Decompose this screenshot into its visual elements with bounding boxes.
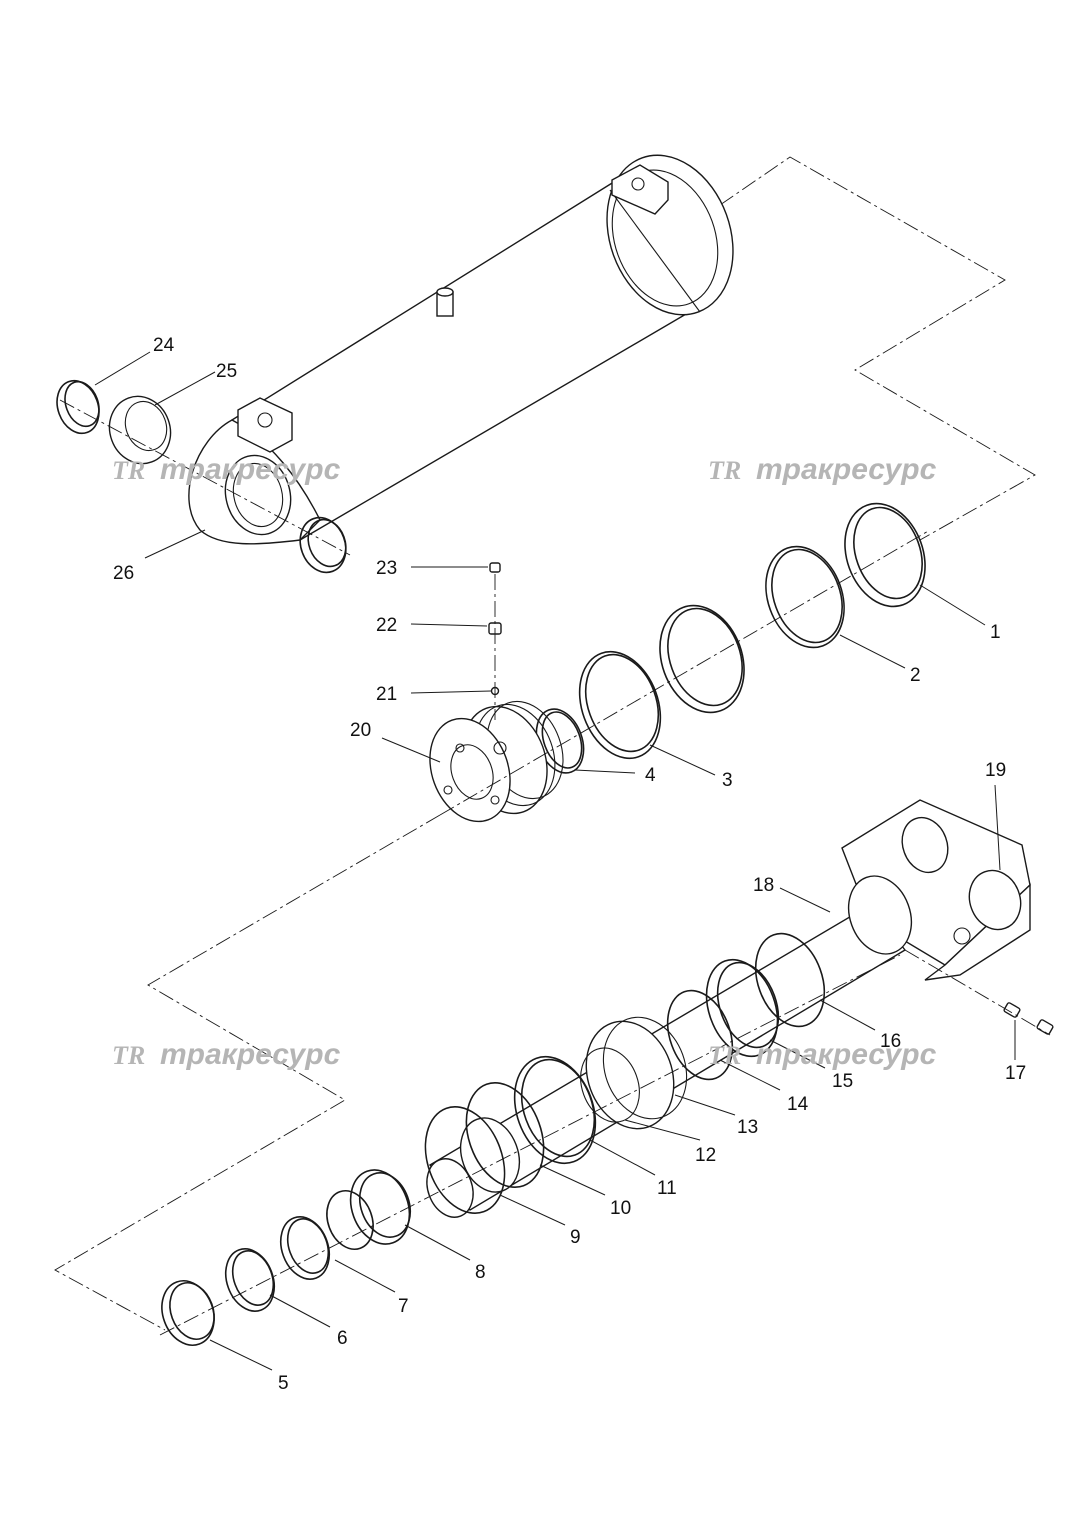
callout-15: 15 xyxy=(832,1071,853,1092)
callout-3: 3 xyxy=(722,770,733,791)
part-20-piston xyxy=(429,700,564,823)
part-19-rod-eye xyxy=(841,799,1031,981)
watermark-logo: TR xyxy=(112,456,145,485)
part-23-plug xyxy=(489,562,501,573)
cylinder-barrel xyxy=(188,154,734,545)
part-24-ring xyxy=(56,379,100,435)
callout-7: 7 xyxy=(398,1296,409,1317)
callout-8: 8 xyxy=(475,1262,486,1283)
callout-11: 11 xyxy=(657,1178,677,1199)
part-2-ring xyxy=(765,545,845,649)
callout-labels: 1 2 3 4 5 6 7 8 9 10 11 12 13 14 15 16 1… xyxy=(113,335,1026,1394)
callout-24: 24 xyxy=(153,335,175,356)
watermark-bottom-right: TR тракресурс xyxy=(708,1038,937,1071)
callout-9: 9 xyxy=(570,1227,581,1248)
watermark-text: тракресурс xyxy=(756,453,937,486)
callout-6: 6 xyxy=(337,1328,348,1349)
part-3-ring xyxy=(659,604,745,714)
callout-23: 23 xyxy=(376,558,397,579)
watermark-logo: TR xyxy=(708,1041,741,1070)
watermark-text: тракресурс xyxy=(160,1038,341,1071)
callout-4: 4 xyxy=(645,765,656,786)
watermark-text: тракресурс xyxy=(160,453,341,486)
callout-17: 17 xyxy=(1005,1063,1026,1084)
part-15-ring xyxy=(705,958,779,1058)
part-14-ring xyxy=(666,989,734,1081)
part-9-ring xyxy=(424,1105,506,1215)
watermark-top-right: TR тракресурс xyxy=(708,453,937,486)
callout-19: 19 xyxy=(985,760,1006,781)
part-17-nipple xyxy=(1003,1002,1021,1018)
watermark-bottom-left: TR тракресурс xyxy=(112,1038,341,1071)
callout-21: 21 xyxy=(376,684,397,705)
part-8-ring xyxy=(349,1169,411,1245)
part-17b-nipple xyxy=(1036,1019,1054,1035)
callout-25: 25 xyxy=(216,361,237,382)
assembly-path-line-lower xyxy=(54,814,441,1331)
part-7-ring xyxy=(326,1190,374,1250)
watermark-top-left: TR тракресурс xyxy=(112,453,341,486)
callout-5: 5 xyxy=(278,1373,289,1394)
watermark-text: тракресурс xyxy=(756,1038,937,1071)
callout-20: 20 xyxy=(350,720,371,741)
part-1-ring xyxy=(844,502,926,608)
callout-26: 26 xyxy=(113,563,134,584)
callout-14: 14 xyxy=(787,1094,809,1115)
leader-lines xyxy=(94,351,1016,1371)
callout-10: 10 xyxy=(610,1198,631,1219)
callout-2: 2 xyxy=(910,665,921,686)
part-10-ring xyxy=(465,1081,545,1189)
part-3b-ring xyxy=(578,650,662,760)
part-25-bushing xyxy=(108,395,172,465)
callout-12: 12 xyxy=(695,1145,716,1166)
callout-18: 18 xyxy=(753,875,774,896)
callout-16: 16 xyxy=(880,1031,901,1052)
part-16-ring xyxy=(754,932,826,1028)
watermark-logo: TR xyxy=(112,1041,145,1070)
part-13-guide xyxy=(580,1016,688,1130)
assembly-path-line xyxy=(719,156,1036,541)
callout-1: 1 xyxy=(990,622,1001,643)
callout-22: 22 xyxy=(376,615,397,636)
watermark-logo: TR xyxy=(708,456,741,485)
callout-13: 13 xyxy=(737,1117,758,1138)
